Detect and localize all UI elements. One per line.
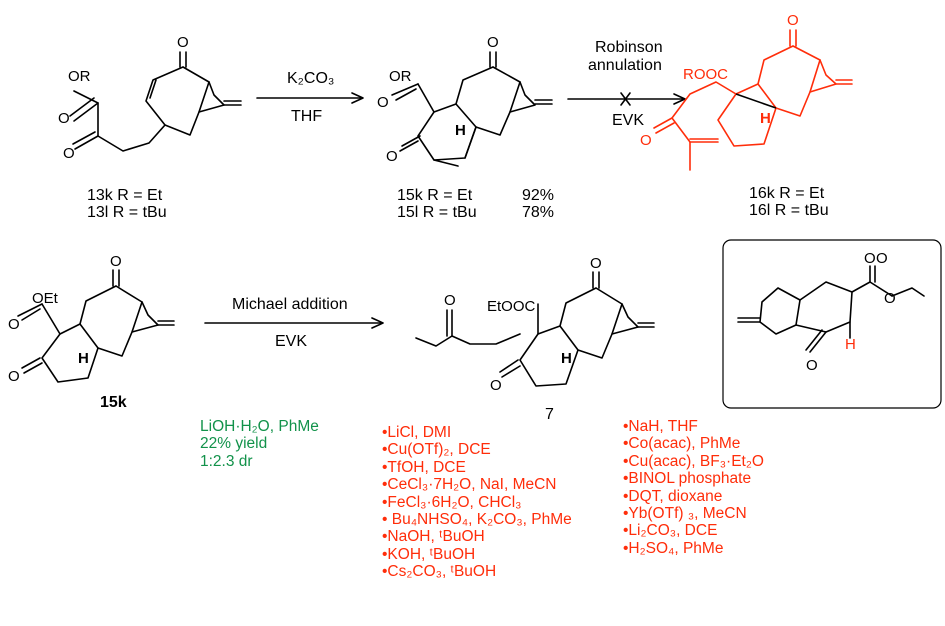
- compound-13-structure: [69, 51, 242, 152]
- failed-condition-item: •DQT, dioxane: [623, 487, 723, 505]
- compound-15-structure: [391, 51, 553, 167]
- success-condition-reagents: LiOH·H₂O, PhMe: [200, 418, 319, 435]
- compound-7-label: 7: [545, 406, 554, 423]
- compound-13k-label: 13k R = Et: [87, 187, 163, 204]
- atom-o: O: [63, 145, 75, 162]
- success-condition-yield: 22% yield: [200, 435, 268, 453]
- atom-o: O: [876, 250, 888, 267]
- failed-condition-item: •BINOL phosphate: [623, 470, 752, 488]
- failed-condition-item: •LiCl, DMI: [382, 424, 452, 441]
- failed-condition-item: •Li₂CO₃, DCE: [623, 522, 718, 540]
- reaction-2-name-line1: Robinson: [595, 39, 663, 56]
- failed-condition-item: • Bu₄NHSO₄, K₂CO₃, PhMe: [382, 511, 572, 529]
- atom-o: O: [58, 110, 70, 127]
- atom-o: O: [884, 290, 896, 307]
- compound-16l-label: 16l R = tBu: [749, 202, 829, 219]
- atom-or: OR: [389, 68, 412, 85]
- reaction-1-solvent: THF: [291, 108, 323, 125]
- failed-condition-item: •TfOH, DCE: [382, 458, 466, 476]
- failed-condition-item: •Co(acac), PhMe: [623, 435, 741, 453]
- atom-h: H: [760, 110, 771, 127]
- atom-o: O: [8, 368, 20, 385]
- atom-rooc: ROOC: [683, 66, 728, 83]
- atom-h: H: [78, 350, 89, 367]
- compound-15k-structure: [17, 269, 175, 383]
- reaction-2-name-line2: annulation: [588, 57, 662, 74]
- atom-o: O: [490, 377, 502, 394]
- atom-h: H: [455, 122, 466, 139]
- failed-condition-item: •KOH, ᵗBuOH: [382, 545, 476, 563]
- failed-condition-item: •FeCl₃·6H₂O, CHCl₃: [382, 493, 522, 511]
- failed-condition-item: •CeCl₃·7H₂O, NaI, MeCN: [382, 476, 557, 494]
- atom-o: O: [590, 255, 602, 272]
- failed-condition-item: •Cu(acac), BF₃·Et₂O: [623, 452, 764, 470]
- atom-o: O: [386, 148, 398, 165]
- yield-15k: 92%: [522, 187, 555, 204]
- atom-o: O: [110, 253, 122, 270]
- compound-7-structure: [415, 271, 655, 387]
- yield-15l: 78%: [522, 204, 555, 221]
- compound-15k-label: 15k R = Et: [397, 187, 473, 204]
- compound-13l-label: 13l R = tBu: [87, 204, 167, 221]
- atom-h: H: [845, 336, 856, 353]
- atom-etooc: EtOOC: [487, 298, 536, 315]
- reaction-1-reagent: K₂CO₃: [287, 70, 335, 87]
- compound-16-structure: [653, 29, 853, 171]
- conformation-inset-box: [722, 239, 942, 409]
- failed-conditions-left-list: •LiCl, DMI •Cu(OTf)₂, DCE •TfOH, DCE •Ce…: [382, 424, 572, 581]
- compound-15l-label: 15l R = tBu: [397, 204, 477, 221]
- atom-or: OR: [68, 68, 91, 85]
- failed-condition-item: •Cu(OTf)₂, DCE: [382, 441, 491, 459]
- success-condition-dr: 1:2.3 dr: [200, 452, 253, 470]
- atom-o: O: [8, 316, 20, 333]
- atom-oet: OEt: [32, 290, 58, 307]
- atom-o: O: [177, 34, 189, 51]
- atom-h: H: [561, 350, 572, 367]
- failed-condition-item: •Yb(OTf) ₃, MeCN: [623, 505, 747, 523]
- atom-o: O: [640, 132, 652, 149]
- atom-o: O: [487, 34, 499, 51]
- reaction-3-name: Michael addition: [232, 296, 348, 313]
- atom-o: O: [787, 12, 799, 29]
- compound-16k-label: 16k R = Et: [749, 185, 825, 202]
- atom-o: O: [806, 357, 818, 374]
- failed-condition-item: •NaOH, ᵗBuOH: [382, 528, 485, 546]
- reaction-3-reagent: EVK: [275, 333, 308, 350]
- failed-conditions-right-list: •NaH, THF •Co(acac), PhMe •Cu(acac), BF₃…: [623, 418, 764, 557]
- failed-condition-item: •H₂SO₄, PhMe: [623, 539, 724, 557]
- compound-15k-bottom-label: 15k: [100, 394, 127, 411]
- inset-3d-structure: [737, 265, 925, 353]
- atom-o: O: [444, 292, 456, 309]
- failed-condition-item: •Cs₂CO₃, ᵗBuOH: [382, 563, 497, 581]
- failed-condition-item: •NaH, THF: [623, 418, 698, 435]
- atom-o: O: [377, 94, 389, 111]
- reaction-2-reagent: EVK: [612, 112, 645, 129]
- atom-o: O: [864, 250, 876, 267]
- successful-conditions: LiOH·H₂O, PhMe 22% yield 1:2.3 dr: [200, 418, 319, 470]
